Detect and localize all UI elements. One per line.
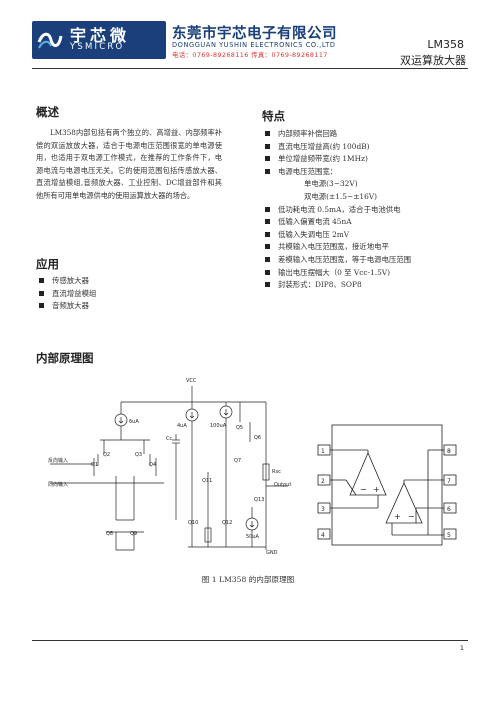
diagram-title: 内部原理图 [36,351,94,365]
footer-rule [32,640,468,641]
list-item: 传感放大器 [38,275,218,288]
bullet-square-icon [265,269,270,275]
label-vcc: VCC [186,378,197,384]
list-item: 封装形式：DIP8、SOP8 [264,279,474,292]
label-gnd: GND [266,550,278,556]
pin-7: 7 [447,478,451,485]
label-50ua: 50uA [246,534,260,540]
bullet-square-icon [265,231,270,237]
label-q5: Q5 [236,425,243,431]
company-name-cn: 东莞市宇芯电子有限公司 [172,26,337,42]
list-item: 低输入失调电压 2mV [264,229,474,242]
label-q11: Q11 [202,478,212,484]
list-item: 差模输入电压范围宽，等于电源电压范围 [264,254,474,267]
opamp-a-icon [349,451,387,496]
bullet-square-icon [265,131,270,136]
application-title: 应用 [36,257,59,271]
pin-3: 3 [321,506,325,513]
label-q6: Q6 [254,435,261,441]
bullet-square-icon [265,168,270,174]
label-q1: Q1 [91,462,98,468]
logo-wave-icon [37,32,63,49]
label-q7: Q7 [234,458,241,464]
pin-4: 4 [321,532,325,539]
list-item: 低功耗电流 0.5mA，适合于电池供电 [264,204,474,217]
list-item: 直流增益模组 [38,288,218,301]
chip-id: LM358 [427,38,464,51]
features-list: 内部频率补偿回路直流电压增益高(约 100dB)单位增益频带宽(约 1MHz)电… [264,128,474,292]
chip-name: 双运算放大器 [400,54,466,67]
bullet-square-icon [39,303,44,309]
label-q2: Q2 [103,452,110,458]
label-output: Output [274,482,291,488]
internal-schematic: VCC 6uA 4uA 100uA Q2 Q3 Q1 Q4 反向输入 同向输入 … [48,378,291,556]
list-item: 低输入偏置电流 45nA [264,216,474,229]
pin-6: 6 [447,506,451,513]
label-q4: Q4 [149,462,156,468]
list-item: 输出电压摆幅大（0 至 Vcc-1.5V) [264,267,474,280]
pin-5: 5 [447,532,451,539]
list-item: 双电源(±1.5~±16V) [304,191,378,201]
label-q3: Q3 [135,452,142,458]
overview-body: LM358内部包括有两个独立的、高增益、内部频率补偿的双运放放大器，适合于电源电… [36,128,222,200]
pin-1: 1 [321,448,325,455]
bullet-square-icon [265,156,270,162]
list-item: 单电源(3~32V) [304,179,358,189]
label-4ua: 4uA [177,423,187,429]
company-contact: 电话：0769-89268116 传真：0769-89268117 [172,51,328,59]
label-rsc: Rsc [272,469,281,475]
list-item: 音频放大器 [38,300,218,313]
overview-title: 概述 [36,105,59,119]
svg-text:−: − [360,485,367,494]
logo-cn-text: 宇芯微 [70,26,131,45]
page-number: 1 [459,644,464,652]
list-item: 电源电压范围宽： [264,166,474,179]
list-item: 单位增益频带宽(约 1MHz) [264,153,474,166]
svg-text:+: + [394,512,401,521]
list-item: 共模输入电压范围宽，接近地电平 [264,241,474,254]
label-q13: Q13 [254,497,264,503]
bullet-square-icon [265,206,270,212]
opamp-b-icon [385,482,423,524]
logo-en-text: YSMICRO [70,42,125,52]
application-list: 传感放大器 直流增益模组 音频放大器 [38,275,218,313]
label-inverting-input: 反向输入 [48,457,68,464]
label-q9: Q9 [130,531,137,537]
bullet-square-icon [265,219,270,225]
company-name-en: DONGGUAN YUSHIN ELECTRONICS CO.,LTD [172,41,336,49]
svg-text:+: + [373,485,380,494]
features-title: 特点 [262,109,285,123]
label-q12: Q12 [222,520,232,526]
label-100ua: 100uA [210,423,227,429]
label-q8: Q8 [106,531,113,537]
figure-caption: 图 1 LM358 的内部原理图 [201,575,295,584]
header-rule [32,68,468,69]
bullet-square-icon [39,290,44,296]
list-item: 直流电压增益高(约 100dB) [264,141,474,154]
logo [32,21,166,59]
package-outline [331,424,443,546]
label-q10: Q10 [188,520,198,526]
pin-2: 2 [321,478,325,485]
svg-text:−: − [408,512,415,521]
label-6ua: 6uA [129,419,139,425]
label-cc: Cc [166,436,172,442]
list-item: 内部频率补偿回路 [264,128,474,141]
bullet-square-icon [265,143,270,149]
pin-8: 8 [447,448,451,455]
bullet-square-icon [265,256,270,262]
bullet-square-icon [265,244,270,250]
label-noninverting-input: 同向输入 [48,481,68,488]
bullet-square-icon [265,282,270,288]
bullet-square-icon [39,278,44,283]
pinout-diagram: 1 2 3 4 8 7 6 5 − + + − [317,424,457,546]
